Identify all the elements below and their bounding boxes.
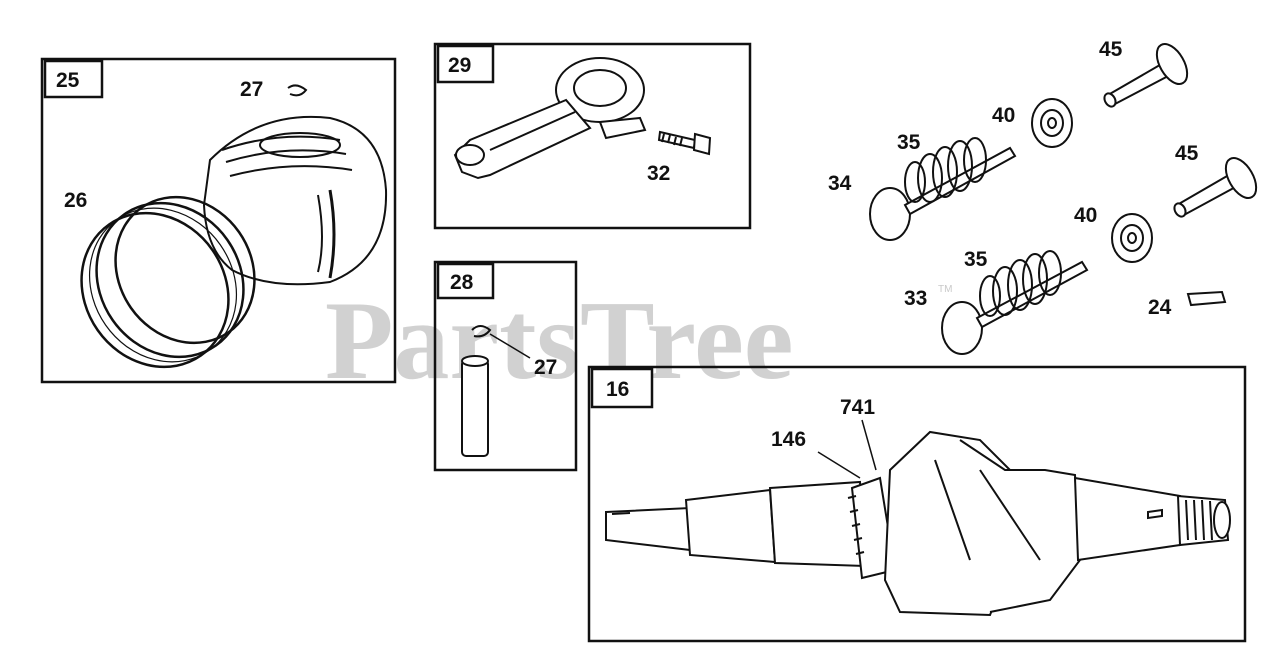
callout-26: 26 — [64, 189, 87, 212]
callout-146: 146 — [771, 428, 806, 451]
callout-33: 33 — [904, 287, 927, 310]
callout-35-upper: 35 — [897, 131, 921, 154]
box-29: 29 32 — [433, 42, 752, 230]
callout-40-upper: 40 — [992, 104, 1015, 127]
box-28-frame — [433, 260, 578, 472]
box-16: 16 741 146 — [587, 365, 1247, 643]
bolt-illustration — [657, 130, 712, 156]
retainer-upper-illustration — [1031, 98, 1073, 148]
callout-27-piston: 27 — [240, 78, 263, 101]
box-28: 28 27 — [433, 260, 578, 472]
box-25-number: 25 — [56, 69, 80, 92]
retaining-clip-illustration — [287, 84, 308, 97]
callout-35-lower: 35 — [964, 248, 988, 271]
key-illustration — [1186, 290, 1227, 307]
callout-27-pin: 27 — [534, 356, 557, 379]
pin-clip-illustration — [471, 325, 492, 338]
piston-pin-illustration — [461, 355, 489, 457]
box-25: 25 27 26 — [40, 57, 397, 384]
crankshaft-illustration — [605, 430, 1231, 617]
piston-illustration — [202, 115, 388, 286]
valve-upper-illustration — [869, 146, 1017, 241]
box-25-frame — [40, 57, 397, 384]
watermark-text: PartsTree — [325, 279, 794, 403]
callout-24: 24 — [1148, 296, 1172, 319]
callout-45-upper: 45 — [1099, 38, 1123, 61]
connecting-rod-illustration — [453, 57, 647, 180]
leader-741 — [861, 419, 877, 471]
tappet-lower-illustration — [1173, 157, 1258, 218]
box-16-number: 16 — [606, 378, 629, 401]
valve-train: 45 45 40 40 — [828, 38, 1258, 355]
box-25-tag — [43, 59, 104, 99]
callout-34: 34 — [828, 172, 852, 195]
piston-rings-illustration — [80, 195, 256, 369]
box-16-frame — [587, 365, 1247, 643]
watermark-trademark: TM — [938, 284, 952, 295]
box-29-number: 29 — [448, 54, 471, 77]
box-29-frame — [433, 42, 752, 230]
callout-45-lower: 45 — [1175, 142, 1199, 165]
tappet-upper-illustration — [1103, 43, 1189, 108]
leader-27-pin — [489, 333, 531, 359]
box-28-tag — [436, 262, 495, 300]
spring-lower-illustration — [979, 250, 1062, 317]
callout-32: 32 — [647, 162, 670, 185]
box-28-number: 28 — [450, 271, 474, 294]
callout-741: 741 — [840, 396, 875, 419]
callout-40-lower: 40 — [1074, 204, 1097, 227]
box-16-tag — [590, 367, 654, 409]
box-29-tag — [436, 44, 495, 84]
retainer-lower-illustration — [1111, 213, 1153, 263]
leader-146 — [817, 451, 861, 479]
spring-upper-illustration — [904, 137, 987, 203]
